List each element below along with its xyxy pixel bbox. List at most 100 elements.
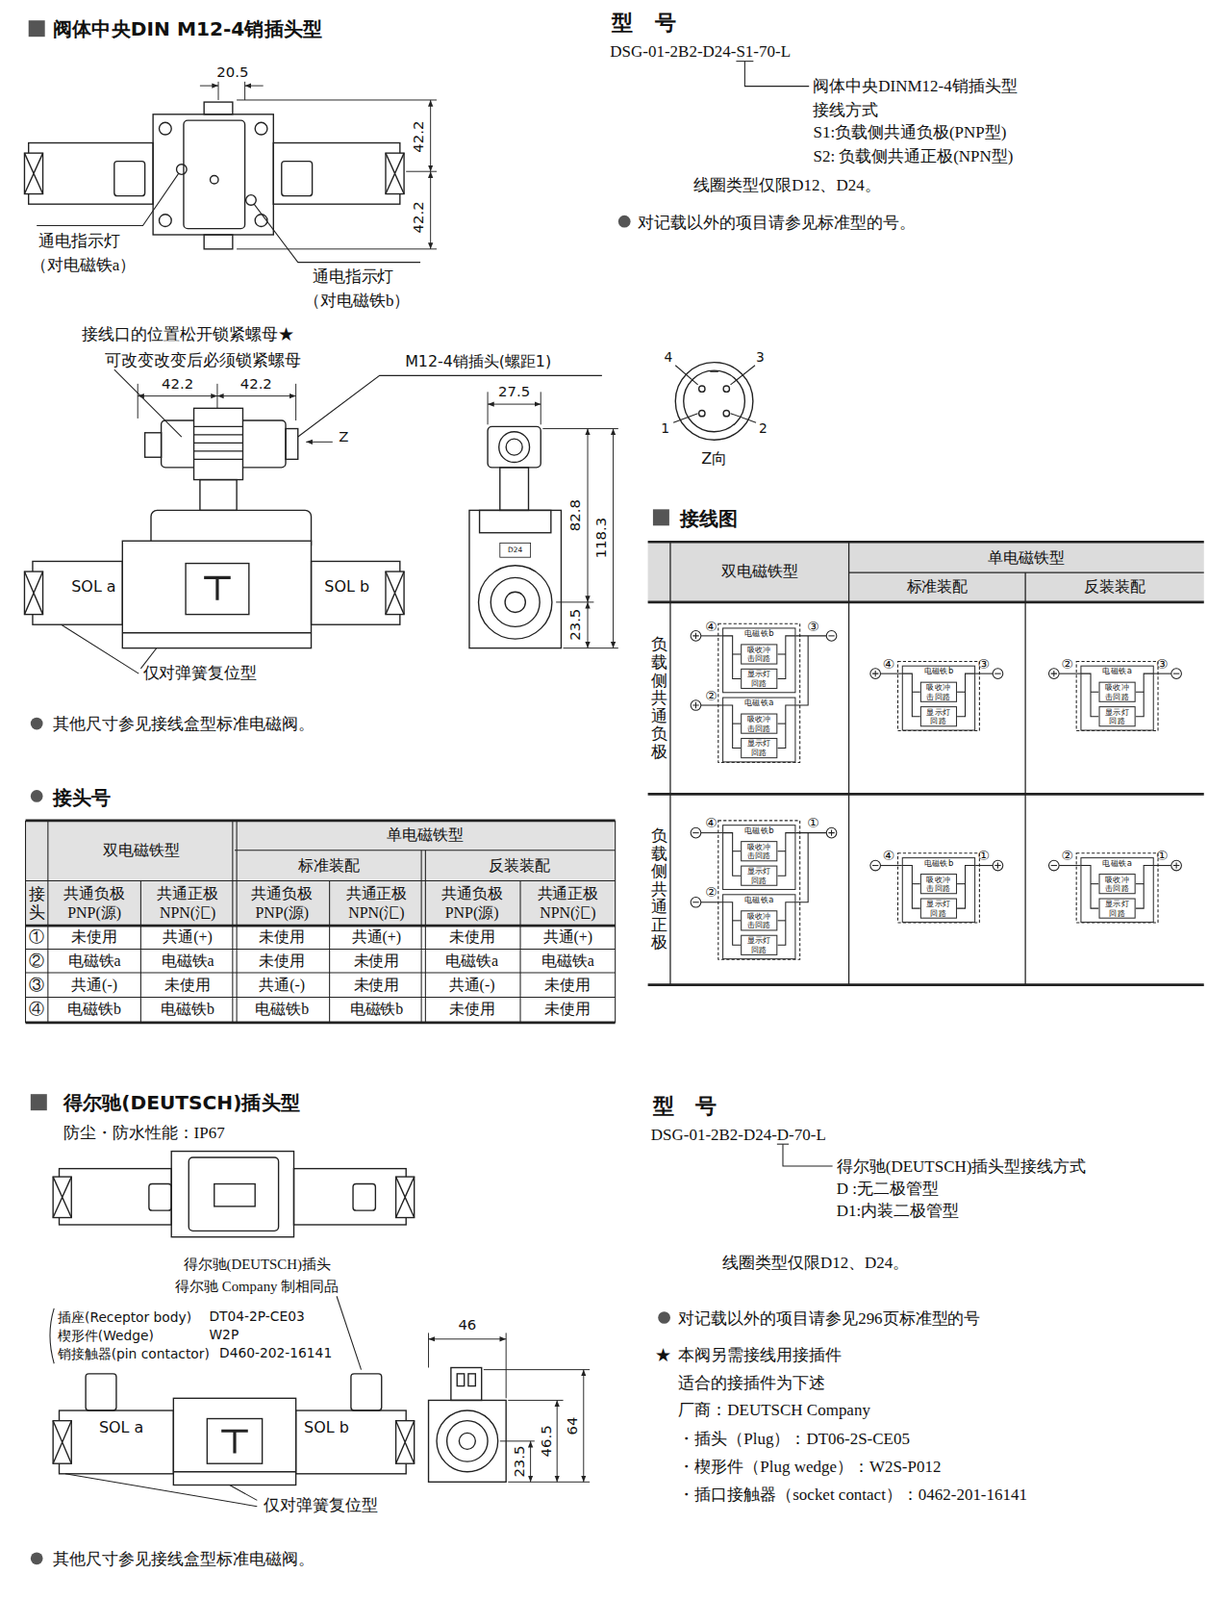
valve-front-view [145, 432, 162, 457]
polarity-symbol [690, 630, 702, 642]
deutsch-valve-view [59, 1409, 175, 1474]
label-box: ③ [25, 972, 49, 997]
dashed-outline [1076, 660, 1158, 730]
valve-top-view [114, 161, 146, 197]
pin-number: ④ [704, 618, 717, 634]
label-box: 得尔驰(DEUTSCH)插头 [183, 1255, 331, 1274]
table-cell: 电磁铁a [161, 951, 215, 971]
label-box: 阀体中央DINM12-4销插头型 [812, 76, 1017, 99]
circuit-box: 显示灯 回路 [1098, 898, 1135, 919]
polarity-symbol [1051, 864, 1057, 866]
wire [911, 691, 920, 693]
table-grid [25, 820, 616, 1023]
valve-top-view [24, 152, 43, 194]
pin-number: ① [1156, 848, 1168, 864]
valve-side-view [469, 509, 561, 648]
pin-number: 3 [755, 349, 765, 365]
connector-pin-view [675, 362, 754, 441]
pin-number: ① [806, 815, 819, 831]
note-text: （对电磁铁b） [303, 291, 410, 309]
label-box: 82.8 [566, 499, 583, 531]
pin-number: ④ [704, 815, 717, 831]
wiring [690, 623, 1182, 959]
label-box: 未使用 [520, 972, 616, 997]
note-text: D1:内装二极管型 [836, 1202, 959, 1220]
label-box: S1:负载侧共通负极(PNP型) [812, 122, 1007, 144]
dimension-line [582, 1369, 584, 1483]
model-code: DSG-01-2B2-D24-D-70-L [651, 1125, 827, 1143]
label-box: 双电磁铁型 [670, 541, 850, 603]
node-text: 显示灯 回路 [741, 669, 777, 688]
label-box: ④ [25, 996, 49, 1023]
label-box: 未使用 [329, 972, 425, 997]
polarity-symbol [1051, 670, 1057, 677]
label-box: 线圈类型仅限D12、D24。 [722, 1252, 909, 1274]
label-box: 通电指示灯 [312, 266, 395, 288]
valve-side-view [469, 426, 561, 648]
dimension: 27.5 [498, 382, 530, 400]
polarity-symbol [1049, 668, 1060, 680]
label-box: 23.5 [566, 608, 583, 641]
valve-front-view [24, 571, 43, 615]
section-heading: 得尔驰(DEUTSCH)插头型 [63, 1090, 301, 1113]
circuit-box: 吸收冲 击回路 [740, 840, 778, 861]
polarity-symbol [994, 861, 1001, 868]
deutsch-valve-view [188, 1157, 278, 1231]
wire [722, 832, 741, 877]
valve-front-view [385, 571, 404, 615]
valve-top-view [281, 161, 313, 197]
deutsch-valve-view [396, 1176, 415, 1217]
deutsch-valve-view [447, 1420, 488, 1461]
circuit-box: 吸收冲 击回路 [920, 681, 957, 703]
table-cell: 未使用 [449, 927, 496, 947]
table-cell: 共通负极 PNP(源) [48, 883, 142, 923]
deutsch-valve-view [52, 1420, 72, 1464]
note-text: ・插口接触器（socket contact）：0462-201-16141 [678, 1485, 1028, 1504]
node-text: 显示灯 回路 [921, 706, 957, 726]
part-label: M12-4销插头(螺距1) [404, 352, 552, 371]
note-text: 得尔驰(DEUTSCH)插头型接线方式 [836, 1157, 1086, 1175]
label-box: SOL b [303, 1418, 350, 1437]
deutsch-valve-view [52, 1176, 72, 1217]
table-cell: 共通负极 PNP(源) [234, 883, 330, 923]
label-box: D :无二极管型 [836, 1178, 939, 1200]
valve-side-view [500, 467, 529, 511]
table-cell: 电磁铁b [254, 1000, 309, 1020]
table-cell: 标准装配 [298, 855, 360, 875]
note-text: 通电指示灯 [312, 267, 395, 285]
table-cell: 共通(-) [71, 975, 118, 995]
label-box: 对记载以外的项目请参见296页标准型的号 [678, 1308, 981, 1330]
wire [777, 653, 785, 655]
pin-number: ④ [882, 848, 895, 864]
dimension-line [587, 428, 589, 603]
label-box: 其他尺寸参见接线盒型标准电磁阀。 [52, 1548, 315, 1570]
table-cell: 电磁铁a [445, 951, 499, 971]
polarity-symbol [690, 827, 702, 838]
label-box: 未使用 [520, 996, 616, 1023]
dimension: 23.5 [510, 1445, 528, 1478]
dimension-line [483, 1369, 590, 1483]
leader-line [253, 203, 421, 262]
polarity-symbol [870, 859, 881, 871]
dimension: 82.8 [566, 499, 583, 531]
label-box: ★ [654, 1344, 672, 1366]
node-text: 电磁铁b [903, 857, 975, 869]
circuit-box: 吸收冲 击回路 [740, 713, 778, 734]
section-heading: 型 号 [653, 1093, 718, 1118]
circuit-box: 显示灯 回路 [740, 934, 778, 956]
note-text: 适合的接插件为下述 [678, 1373, 826, 1391]
section-marker [653, 508, 670, 526]
polarity-symbol [992, 859, 1004, 871]
model-code: DSG-01-2B2-D24-S1-70-L [609, 43, 791, 61]
dimension: 42.2 [240, 375, 273, 392]
note-text: D :无二极管型 [836, 1179, 939, 1197]
part-label: SOL a [71, 577, 116, 596]
node-text: 电磁铁a [723, 894, 795, 906]
table-grid [25, 850, 616, 998]
polarity-symbol [994, 673, 1001, 675]
table-grid [670, 541, 1205, 984]
label-box: 电磁铁b [329, 996, 425, 1023]
table-cell: ④ [28, 1000, 45, 1020]
label-box: 共通负极 PNP(源) [234, 880, 330, 926]
dashed-outline [898, 853, 981, 923]
